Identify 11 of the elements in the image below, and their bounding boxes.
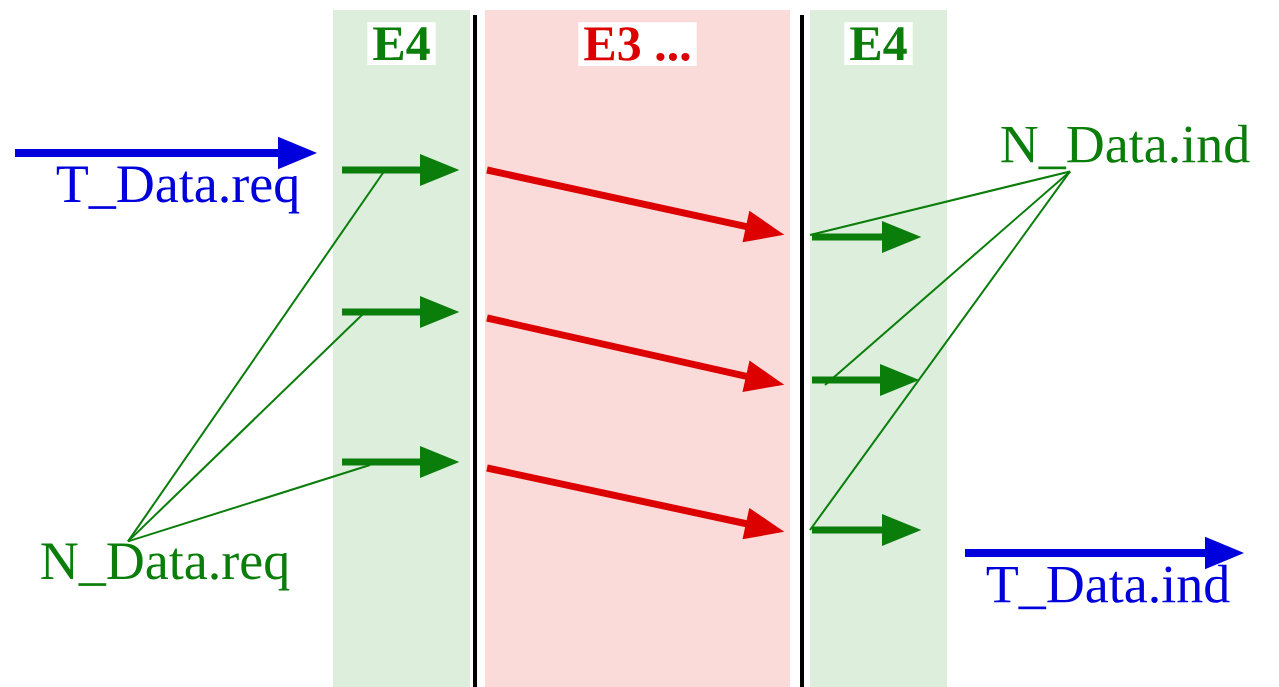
leader-line	[809, 170, 1071, 531]
leader-line	[824, 170, 1071, 386]
label-text: N_Data.req	[41, 543, 290, 591]
band-heading: E4	[844, 22, 913, 66]
band-heading: E3 ...	[578, 22, 697, 66]
label-text: T_Data.ind	[986, 564, 1230, 610]
label-text: T_Data.req	[56, 166, 300, 214]
label-text: N_Data.ind	[1001, 124, 1250, 170]
leader-line	[809, 170, 1071, 236]
leader-line	[127, 464, 371, 543]
band-heading: E4	[367, 22, 436, 66]
